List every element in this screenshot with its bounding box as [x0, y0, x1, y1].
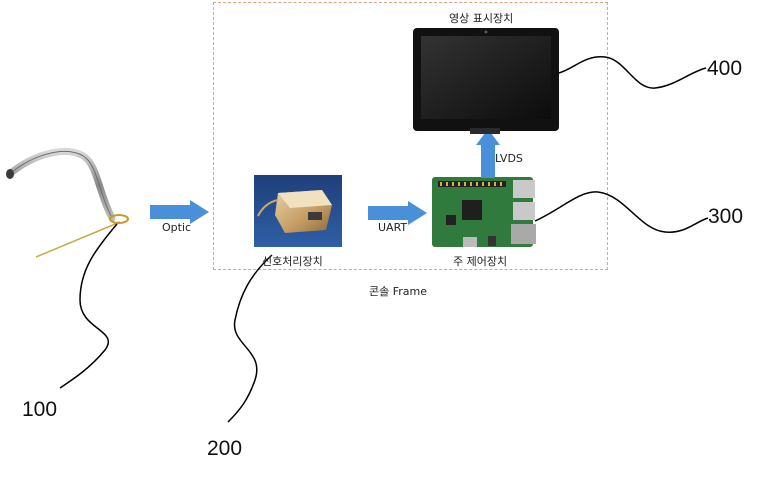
main-controller-image — [432, 177, 536, 247]
leader-line-100 — [60, 224, 117, 388]
signal-processor-title: 신호처리장치 — [262, 253, 323, 269]
main-controller-title: 주 제어장치 — [453, 253, 507, 269]
optic-label: Optic — [162, 221, 191, 234]
display-device-image — [413, 28, 559, 134]
uart-label: UART — [378, 221, 407, 234]
leader-line-200 — [228, 255, 272, 422]
console-frame-label: 콘솔 Frame — [369, 283, 427, 299]
lvds-label: LVDS — [495, 152, 523, 165]
signal-processor-image — [254, 175, 342, 247]
probe-device — [6, 151, 128, 257]
ref-number-200: 200 — [207, 437, 242, 461]
ref-number-400: 400 — [707, 57, 742, 81]
leader-line-400 — [559, 57, 706, 88]
ref-number-300: 300 — [708, 205, 743, 229]
ref-number-100: 100 — [22, 398, 57, 422]
display-title: 영상 표시장치 — [449, 10, 513, 26]
leader-line-300 — [535, 192, 708, 232]
